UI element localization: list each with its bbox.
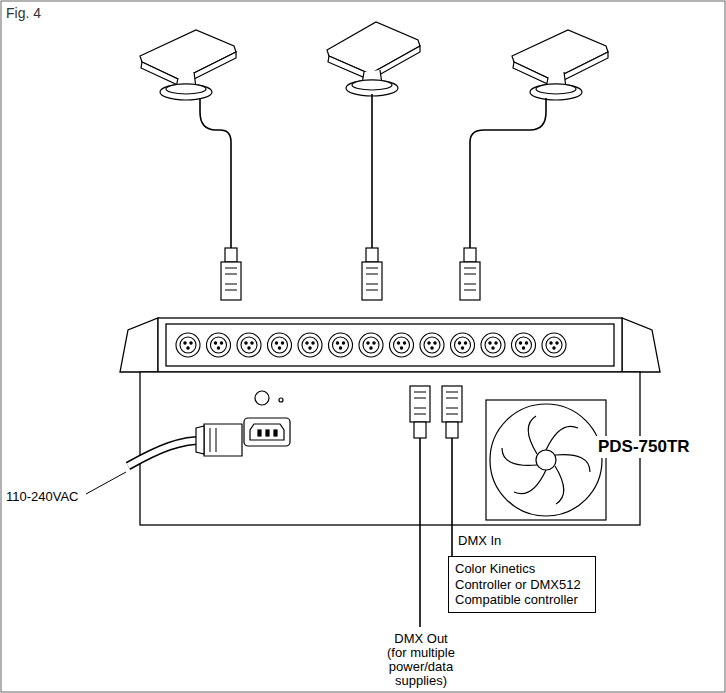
fixture	[512, 30, 608, 100]
fixture-cable	[200, 94, 546, 250]
power-inlet	[244, 418, 290, 446]
controller-box: Color Kinetics Controller or DMX512 Comp…	[448, 556, 596, 613]
fixture	[327, 22, 420, 96]
dmx-out-cable	[419, 438, 421, 627]
device-housing	[120, 318, 660, 525]
box-text: Color Kinetics Controller or DMX512 Comp…	[455, 561, 589, 608]
power-switch	[255, 391, 283, 405]
voltage-label: 110-240VAC	[6, 489, 79, 505]
dmx-out-label: DMX Out (for multiple power/data supplie…	[383, 632, 459, 688]
dmx-cable	[451, 525, 453, 556]
leader-line	[86, 472, 126, 494]
xlr-connector-row	[176, 333, 566, 357]
cable-label: DMX In	[457, 533, 502, 549]
rj45-plug	[221, 248, 480, 300]
power-data-supply: PDS-750TR	[120, 318, 660, 525]
power-cord	[128, 424, 242, 466]
device-name: PDS-750TR	[596, 436, 692, 458]
fan	[486, 400, 606, 520]
fixture	[140, 30, 236, 100]
figure-title: Fig. 4	[6, 5, 41, 21]
dmx-in-cable	[451, 438, 453, 525]
dmx-plug	[410, 386, 462, 438]
